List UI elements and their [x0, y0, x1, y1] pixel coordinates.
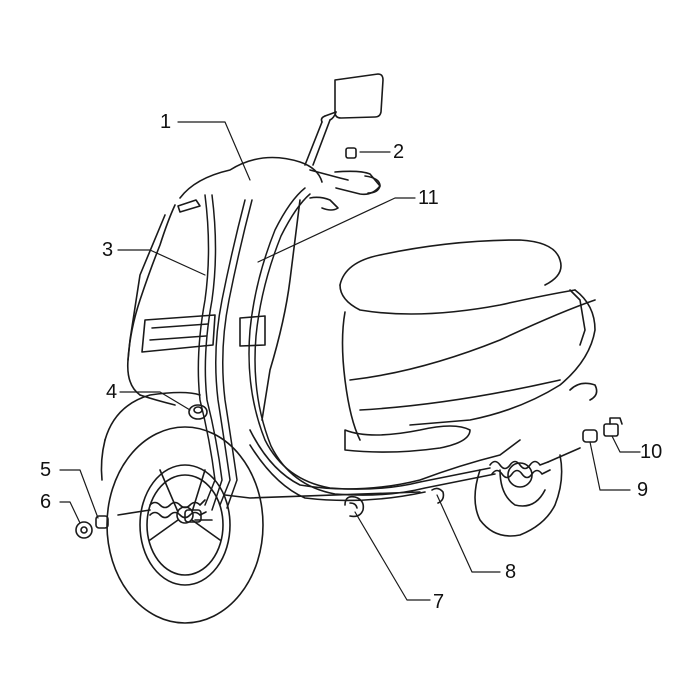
callout-3: 3	[102, 239, 114, 261]
callout-2: 2	[393, 141, 405, 163]
part-4-grommet	[188, 404, 208, 420]
mirror	[304, 73, 384, 166]
callout-8: 8	[505, 561, 517, 583]
callout-7: 7	[433, 591, 445, 613]
callout-5: 5	[40, 459, 52, 481]
part-2-cap	[345, 147, 357, 159]
front-shield	[126, 156, 323, 421]
rear-cable-end	[489, 447, 581, 479]
rear-wheel	[474, 454, 563, 537]
part-6-nut	[75, 521, 93, 539]
part-7-clip	[344, 495, 365, 518]
callout-11: 11	[418, 187, 439, 209]
front-wheel	[100, 391, 264, 624]
part-8-clip	[431, 487, 445, 504]
callout-1: 1	[160, 111, 172, 133]
callout-6: 6	[40, 491, 52, 513]
body-panel	[339, 239, 598, 441]
callout-4: 4	[106, 381, 118, 403]
callout-10: 10	[640, 441, 663, 463]
handlebar	[309, 169, 381, 211]
cables	[197, 187, 496, 511]
part-9-nut	[582, 429, 598, 443]
part-5-sleeve	[95, 515, 109, 529]
leader-lines	[59, 121, 641, 601]
part-10-adjuster	[603, 417, 623, 437]
front-cable-end	[117, 499, 213, 523]
callout-9: 9	[637, 479, 649, 501]
